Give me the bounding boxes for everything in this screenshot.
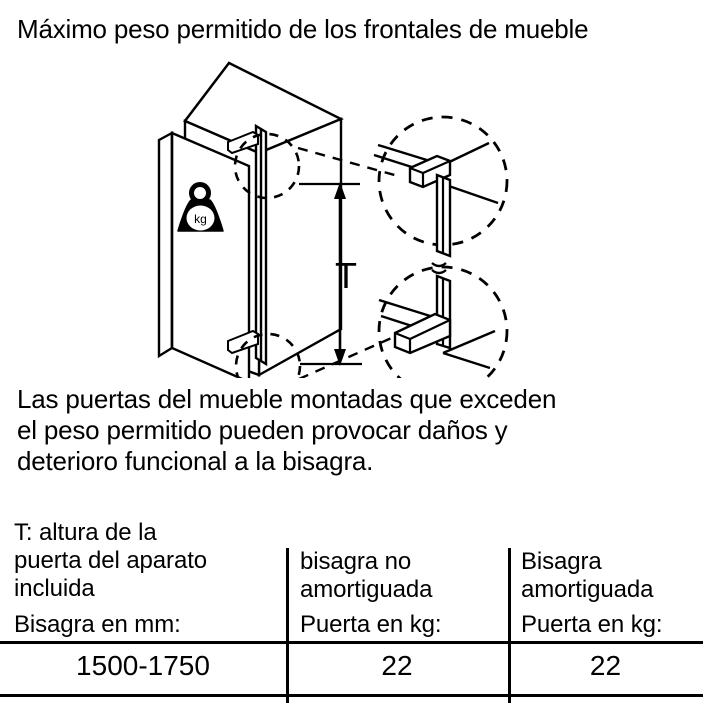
table-cell-damped-kg: 22 <box>589 650 622 681</box>
appliance-door-panel <box>254 123 268 367</box>
detail-view-bottom-hinge <box>377 265 509 397</box>
dimension-line-T <box>299 182 362 366</box>
warning-paragraph-line-1: Las puertas del mueble montadas que exce… <box>17 384 557 414</box>
table-header-col2-line1: bisagra no <box>300 548 412 575</box>
hinge-top-main <box>227 130 259 155</box>
table-header-col1-line1: T: altura de la <box>14 519 157 546</box>
detail-view-top-hinge <box>373 115 509 258</box>
table-header-col1-line3: incluida <box>14 575 95 602</box>
table-vertical-divider-1 <box>286 548 289 703</box>
dimension-label-T: T <box>335 255 357 296</box>
table-vertical-divider-2 <box>508 548 511 703</box>
hinge-weight-table: T: altura de la puerta del aparato inclu… <box>0 505 703 703</box>
table-rules <box>0 505 703 703</box>
hinge-bottom-main <box>227 329 259 355</box>
table-header-cell-undamped: bisagra no amortiguada <box>300 548 510 604</box>
table-subheader-door-kg-damped: Puerta en kg: <box>521 611 663 638</box>
weight-kg-icon: kg <box>177 182 224 232</box>
warning-paragraph: Las puertas del mueble montadas que exce… <box>17 384 687 477</box>
table-header-col2-line2: amortiguada <box>300 576 433 603</box>
table-horizontal-rule-bottom <box>0 694 703 697</box>
weight-icon-label: kg <box>194 212 207 226</box>
appliance-door-weight-diagram: kg T <box>0 48 703 400</box>
table-cell-undamped-kg: 22 <box>381 650 413 681</box>
page-title: Máximo peso permitido de los frontales d… <box>17 14 589 44</box>
callout-circle-bottom-main <box>234 332 302 400</box>
warning-paragraph-line-3: deterioro funcional a la bisagra. <box>17 446 374 476</box>
table-horizontal-rule-header <box>0 641 703 644</box>
table-header-cell-damped: Bisagra amortiguada <box>521 548 703 604</box>
callout-circle-top-main <box>233 132 301 200</box>
table-cell-range-mm: 1500-1750 <box>76 650 210 681</box>
break-symbol <box>431 262 447 275</box>
table-subheader-hinge-mm: Bisagra en mm: <box>14 611 181 638</box>
diagram-svg: kg T <box>157 61 509 400</box>
table-header-col3-line2: amortiguada <box>521 576 654 603</box>
table-header-col3-line1: Bisagra <box>521 548 602 575</box>
table-header-cell-height: T: altura de la puerta del aparato inclu… <box>14 519 264 603</box>
warning-paragraph-line-2: el peso permitido pueden provocar daños … <box>17 415 508 445</box>
table-subheader-door-kg-undamped: Puerta en kg: <box>300 611 442 638</box>
table-header-col1-line2: puerta del aparato <box>14 547 208 574</box>
